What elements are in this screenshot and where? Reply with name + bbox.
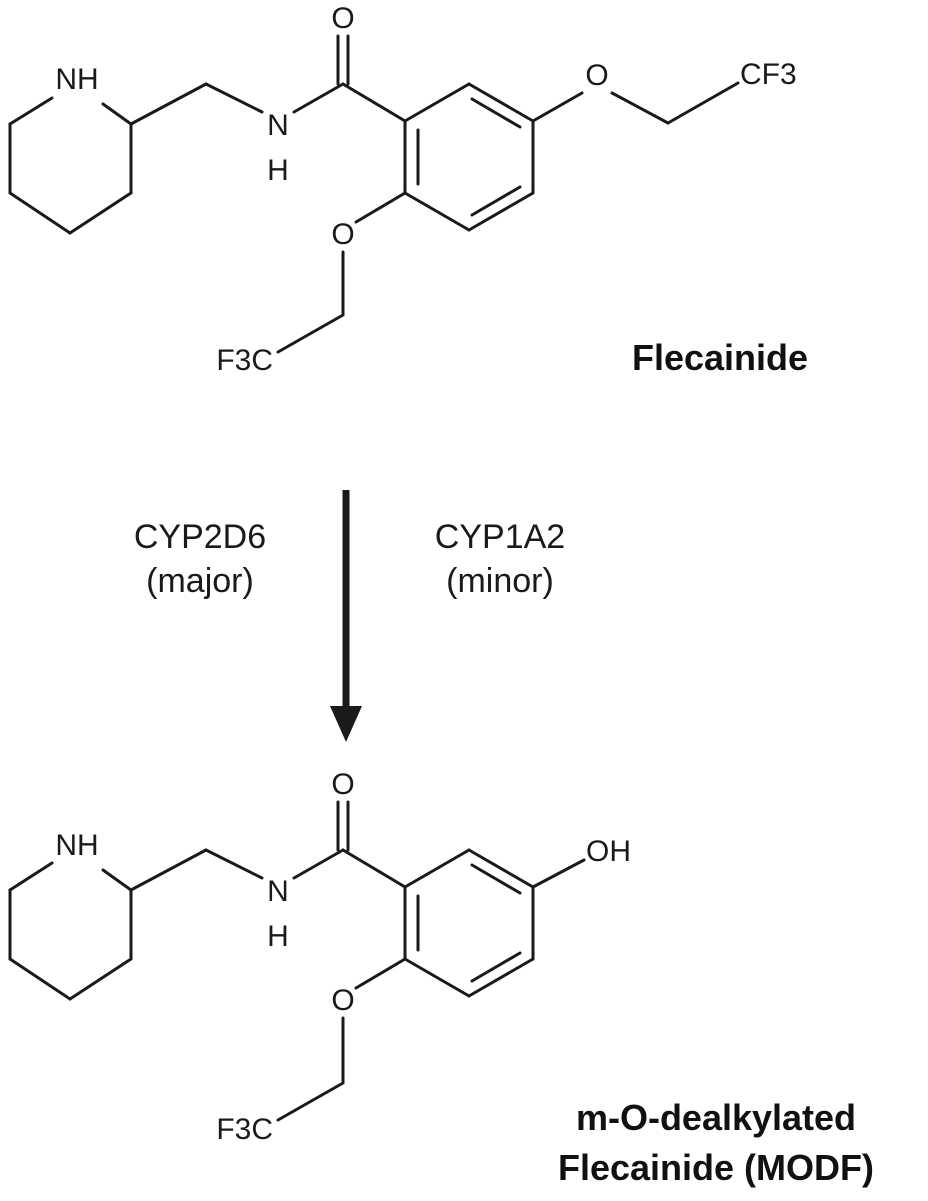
hydroxyl-label: OH	[586, 835, 631, 868]
ortho-ether-o-label: O	[331, 984, 354, 1017]
amide-carbonyl	[292, 34, 407, 123]
ortho-cf3-label: F3C	[216, 1113, 273, 1146]
flecainide-structure: NH N H O	[8, 2, 808, 378]
enzyme-cyp1a2-role: (minor)	[446, 562, 554, 600]
amide-n-label: N	[267, 875, 289, 908]
modf-name-line2: Flecainide (MODF)	[558, 1147, 874, 1188]
enzyme-cyp2d6: CYP2D6	[134, 518, 266, 556]
ortho-ether-o-label: O	[331, 218, 354, 251]
piperidine-nh-label: NH	[55, 63, 98, 96]
amide-h-label: H	[267, 920, 289, 953]
amide-carbonyl	[292, 800, 407, 889]
piperidine-ring	[8, 96, 133, 235]
meta-ether-o-label: O	[585, 59, 608, 92]
enzyme-cyp2d6-role: (major)	[146, 562, 254, 600]
carbonyl-o-label: O	[331, 2, 354, 35]
amide-n-label: N	[267, 109, 289, 142]
reaction-arrow	[330, 490, 362, 742]
benzene-ring	[403, 848, 535, 998]
flecainide-name: Flecainide	[632, 337, 808, 378]
meta-trifluoroethoxy	[531, 81, 740, 125]
piperidine-ring	[8, 861, 133, 1001]
modf-structure: NH N H O OH	[8, 768, 874, 1188]
benzene-ring	[403, 82, 535, 232]
methylene-linker	[129, 848, 264, 892]
enzyme-cyp1a2: CYP1A2	[435, 518, 565, 556]
carbonyl-o-label: O	[331, 768, 354, 801]
ortho-trifluoroethoxy	[276, 191, 407, 354]
hydroxyl-bond	[531, 858, 586, 889]
modf-name-line1: m-O-dealkylated	[576, 1097, 856, 1138]
amide-h-label: H	[267, 154, 289, 187]
piperidine-nh-label: NH	[55, 829, 98, 862]
ortho-trifluoroethoxy	[276, 957, 407, 1122]
ortho-cf3-label: F3C	[216, 344, 273, 377]
methylene-linker	[129, 82, 264, 126]
meta-cf3-label: CF3	[740, 58, 797, 91]
